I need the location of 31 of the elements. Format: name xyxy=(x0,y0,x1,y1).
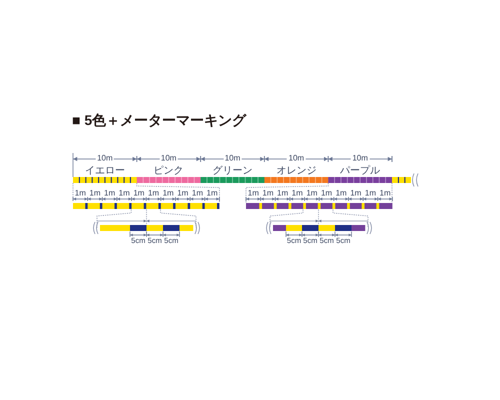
dimension-label: 1m xyxy=(248,189,259,198)
segment-label: イエロー xyxy=(84,165,125,176)
dimension-label: 1m xyxy=(104,189,116,198)
dimension-label: 1m xyxy=(306,189,318,198)
dimension-label: 1m xyxy=(320,189,332,198)
dimension-label: 10m xyxy=(96,154,114,164)
dimension-label: 10m xyxy=(159,154,178,164)
dimension-label: 1m xyxy=(192,189,203,198)
dimension-label: 1m xyxy=(148,189,160,198)
dimension-label: 1m xyxy=(133,189,144,198)
dimension-label: 1m xyxy=(89,189,101,198)
dimension-label: 1m xyxy=(350,189,362,198)
segment-label: グリーン xyxy=(212,165,252,176)
segment-label: ピンク xyxy=(154,165,184,176)
dimension-label: 1m xyxy=(277,189,288,198)
segment-label: オレンジ xyxy=(276,165,316,176)
dimension-label: 1m xyxy=(380,189,391,198)
segment-label: パープル xyxy=(340,165,380,176)
dimension-label: 1m xyxy=(118,189,130,198)
dimension-label: 1m xyxy=(206,189,218,198)
dimension-label: 1m xyxy=(74,189,86,198)
dimension-label: 1m xyxy=(162,189,174,198)
dimension-label: 1m xyxy=(262,189,274,198)
dimension-label: 1m xyxy=(364,189,376,198)
dimension-label: 10m xyxy=(223,154,242,164)
dimension-label: 10m xyxy=(350,154,370,164)
dimension-label: 1m xyxy=(292,189,303,198)
dimension-label: 1m xyxy=(177,189,188,198)
dimension-label: 10m xyxy=(287,154,306,164)
title: ■ 5色＋メーターマーキング xyxy=(72,113,246,128)
dimension-label: 1m xyxy=(336,189,347,198)
